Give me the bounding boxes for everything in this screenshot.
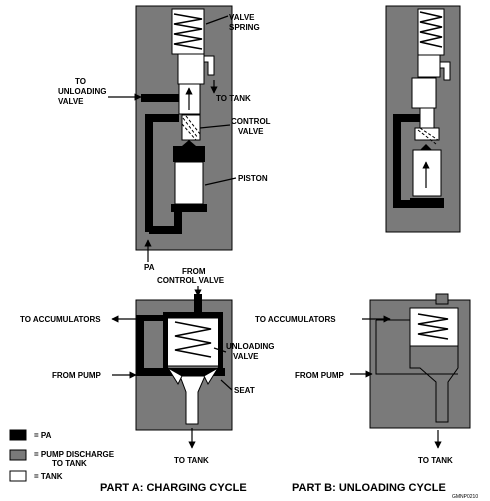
unloading-valve-unloading [369,293,471,429]
label-to-unloading-1: TO [75,77,86,86]
caption-part-b: PART B: UNLOADING CYCLE [292,482,446,494]
legend: = PA = PUMP DISCHARGE TO TANK = TANK [9,429,115,482]
label-to-tank-top: TO TANK [216,94,251,103]
legend-label-tank: = TANK [34,472,63,481]
label-control-valve-1: CONTROL [231,117,271,126]
label-unloading-valve-1: UNLOADING [226,342,274,351]
label-to-tank-a: TO TANK [174,456,209,465]
label-from-pump-a: FROM PUMP [52,371,102,380]
label-valve-spring-2: SPRING [229,23,260,32]
label-to-accumulators-a: TO ACCUMULATORS [20,315,101,324]
legend-label-discharge-2: TO TANK [52,459,87,468]
label-seat: SEAT [234,386,255,395]
label-unloading-valve-2: VALVE [233,352,259,361]
figure-code: GMNP0210 [452,494,478,500]
label-to-unloading-3: VALVE [58,97,84,106]
label-pa: PA [144,263,155,272]
control-valve-unloading [385,5,461,233]
label-to-unloading-2: UNLOADING [58,87,106,96]
legend-swatch-tank [9,470,27,482]
label-from-control-1: FROM [182,267,206,276]
label-from-pump-b: FROM PUMP [295,371,345,380]
label-from-control-2: CONTROL VALVE [157,276,225,285]
label-piston: PISTON [238,174,268,183]
legend-label-discharge-1: = PUMP DISCHARGE [34,450,115,459]
caption-part-a: PART A: CHARGING CYCLE [100,482,247,494]
label-valve-spring-1: VALVE [229,13,255,22]
label-to-accumulators-b: TO ACCUMULATORS [255,315,336,324]
label-to-tank-b: TO TANK [418,456,453,465]
control-valve-charging [135,5,233,251]
unloading-valve-charging [135,294,233,431]
label-control-valve-2: VALVE [238,127,264,136]
legend-swatch-discharge [9,449,27,461]
legend-label-pa: = PA [34,431,52,440]
legend-swatch-pa [9,429,27,441]
